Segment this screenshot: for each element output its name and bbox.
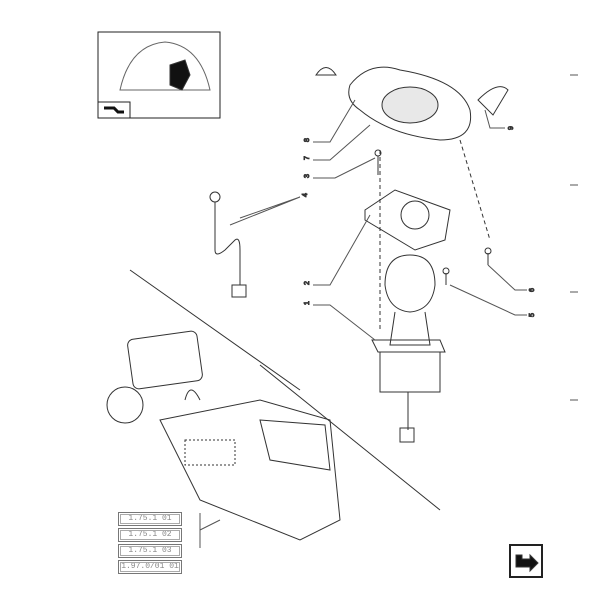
- callout-4: 4: [302, 193, 309, 197]
- callout-1: 1: [304, 301, 311, 305]
- callout-9: 9: [508, 126, 515, 130]
- callout-8: 8: [304, 138, 311, 142]
- console-overview: [106, 269, 441, 541]
- callout-7: 7: [304, 156, 311, 160]
- reference-box[interactable]: 1.75.1 01: [118, 512, 182, 526]
- leader-lines: [199, 74, 578, 548]
- reference-box[interactable]: 1.97.0/01 01: [118, 560, 182, 574]
- callout-2: 2: [304, 281, 311, 285]
- mounting-plate: [364, 139, 492, 330]
- joystick-assembly: [371, 254, 446, 443]
- reference-box[interactable]: 1.75.1 03: [118, 544, 182, 558]
- reference-box[interactable]: 1.75.1 02: [118, 528, 182, 542]
- next-page-icon[interactable]: [509, 544, 543, 578]
- callout-3: 3: [304, 174, 311, 178]
- joystick-cover: [315, 66, 509, 141]
- wire-harness: [209, 191, 247, 298]
- callout-5: 5: [529, 313, 536, 317]
- callout-6: 6: [529, 288, 536, 292]
- locator-thumbnail: [97, 31, 221, 119]
